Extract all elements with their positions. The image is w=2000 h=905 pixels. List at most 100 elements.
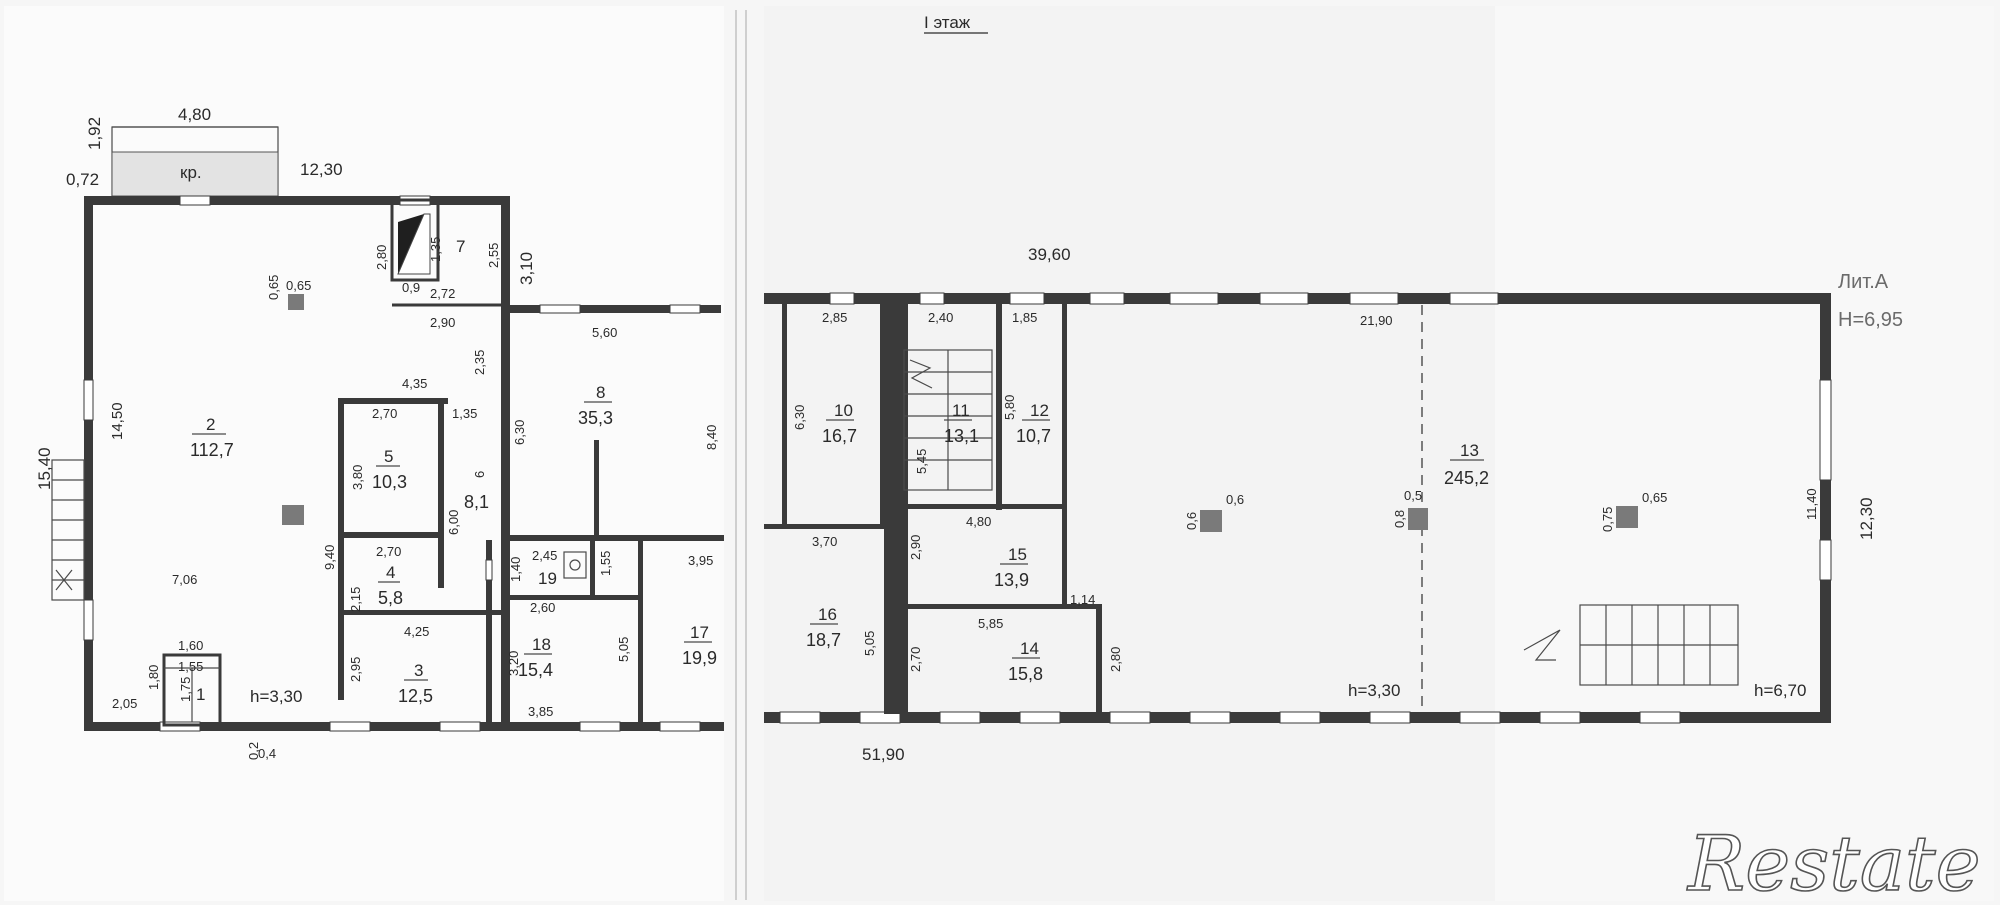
dim: 0,65 bbox=[1642, 490, 1667, 505]
dim: 3,70 bbox=[812, 534, 837, 549]
dim: 6,00 bbox=[446, 510, 461, 535]
watermark-logo: Restate bbox=[1686, 819, 1981, 905]
room-area: 13,1 bbox=[944, 426, 979, 446]
dim: 2,80 bbox=[1108, 647, 1123, 672]
room-number: 10 bbox=[834, 401, 853, 420]
porch-width-dim: 4,80 bbox=[178, 105, 211, 124]
room-area: 10,7 bbox=[1016, 426, 1051, 446]
dim: 3,20 bbox=[506, 651, 521, 676]
room-2: 2 112,7 bbox=[190, 415, 234, 460]
room-number: 11 bbox=[952, 401, 970, 420]
dim: 9,40 bbox=[322, 545, 337, 570]
dim: 2,85 bbox=[822, 310, 847, 325]
dim: 5,80 bbox=[1002, 395, 1017, 420]
right-overall-height-dim: 12,30 bbox=[1857, 497, 1876, 540]
dim: 0,2 bbox=[246, 742, 261, 760]
room-area: 10,3 bbox=[372, 472, 407, 492]
room-number: 3 bbox=[414, 661, 423, 680]
dim: 2,35 bbox=[472, 350, 487, 375]
dim: 6,30 bbox=[512, 420, 527, 445]
dim: 6,30 bbox=[792, 405, 807, 430]
room-13: 13 245,2 bbox=[1444, 441, 1489, 488]
room-number: 13 bbox=[1460, 441, 1479, 460]
room-19: 19 bbox=[538, 569, 557, 588]
room-number: 4 bbox=[386, 563, 395, 582]
right-height-a: h=3,30 bbox=[1348, 681, 1400, 700]
dim: 3,80 bbox=[350, 465, 365, 490]
right-bottom-length-dim: 51,90 bbox=[862, 745, 905, 764]
room-area: 15,8 bbox=[1008, 664, 1043, 684]
dim: 0,5 bbox=[1404, 488, 1422, 503]
dim: 1,35 bbox=[428, 237, 443, 262]
dim: 1,55 bbox=[178, 659, 203, 674]
porch-depth-dim: 1,92 bbox=[85, 117, 104, 150]
dim: 2,90 bbox=[908, 535, 923, 560]
dim: 5,05 bbox=[862, 631, 877, 656]
room-14: 14 15,8 bbox=[1008, 639, 1043, 684]
dim: 21,90 bbox=[1360, 313, 1393, 328]
dim: 0,6 bbox=[1184, 512, 1199, 530]
dim: 2,80 bbox=[374, 245, 389, 270]
dim: 2,95 bbox=[348, 657, 363, 682]
room-area: 35,3 bbox=[578, 408, 613, 428]
room-18: 18 15,4 bbox=[518, 635, 553, 680]
right-top-length-dim: 39,60 bbox=[1028, 245, 1071, 264]
dim: 2,05 bbox=[112, 696, 137, 711]
dim: 2,40 bbox=[928, 310, 953, 325]
room-1: 1 bbox=[196, 685, 205, 704]
room-number: 8 bbox=[596, 383, 605, 402]
room-number: 5 bbox=[384, 447, 393, 466]
dim: 5,60 bbox=[592, 325, 617, 340]
right-floor-plan: I этаж bbox=[764, 13, 1903, 764]
room-3: 3 12,5 bbox=[398, 661, 433, 706]
room-5: 5 10,3 bbox=[372, 447, 407, 492]
dim: 1,85 bbox=[1012, 310, 1037, 325]
room-12: 12 10,7 bbox=[1016, 401, 1051, 446]
room-area: 18,7 bbox=[806, 630, 841, 650]
dim: 1,14 bbox=[1070, 592, 1095, 607]
room-17: 17 19,9 bbox=[682, 623, 717, 668]
left-room2-height-dim: 14,50 bbox=[109, 402, 126, 440]
room-number: 15 bbox=[1008, 545, 1027, 564]
room-number: 7 bbox=[456, 237, 465, 256]
dim: 1,35 bbox=[452, 406, 477, 421]
left-top-length-dim: 12,30 bbox=[300, 160, 343, 179]
left-top-right-dim: 3,10 bbox=[517, 252, 536, 285]
dim: 0,65 bbox=[286, 278, 311, 293]
room-number: 1 bbox=[196, 685, 205, 704]
dim: 0,9 bbox=[402, 280, 420, 295]
right-height-b: h=6,70 bbox=[1754, 681, 1806, 700]
dim: 4,35 bbox=[402, 376, 427, 391]
room-area: 8,1 bbox=[464, 492, 489, 512]
building-height-label: H=6,95 bbox=[1838, 309, 1903, 331]
dim: 0,4 bbox=[258, 746, 276, 761]
room-number: 17 bbox=[690, 623, 709, 642]
room-8: 8 35,3 bbox=[578, 383, 613, 428]
dim: 0,8 bbox=[1392, 510, 1407, 528]
dim: 5,05 bbox=[616, 637, 631, 662]
dim: 2,15 bbox=[348, 587, 363, 612]
dim: 7,06 bbox=[172, 572, 197, 587]
dim: 2,70 bbox=[372, 406, 397, 421]
dim: 3,95 bbox=[688, 553, 713, 568]
dim: 5,85 bbox=[978, 616, 1003, 631]
room-7: 7 bbox=[456, 237, 465, 256]
dim: 2,70 bbox=[376, 544, 401, 559]
dim: 1,55 bbox=[598, 551, 613, 576]
porch-label: кр. bbox=[180, 163, 202, 182]
room-area: 19,9 bbox=[682, 648, 717, 668]
dim: 2,70 bbox=[908, 647, 923, 672]
room-number: 14 bbox=[1020, 639, 1039, 658]
dim: 2,72 bbox=[430, 286, 455, 301]
room-area: 16,7 bbox=[822, 426, 857, 446]
room-area: 12,5 bbox=[398, 686, 433, 706]
dim: 2,60 bbox=[530, 600, 555, 615]
dim: 0,65 bbox=[266, 275, 281, 300]
room-6: 8,1 6 bbox=[464, 471, 489, 512]
dim: 0,75 bbox=[1600, 507, 1615, 532]
porch-offset-dim: 0,72 bbox=[66, 170, 99, 189]
dim: 11,40 bbox=[1804, 488, 1819, 520]
room-number: 16 bbox=[818, 605, 837, 624]
room-number: 6 bbox=[472, 471, 487, 478]
